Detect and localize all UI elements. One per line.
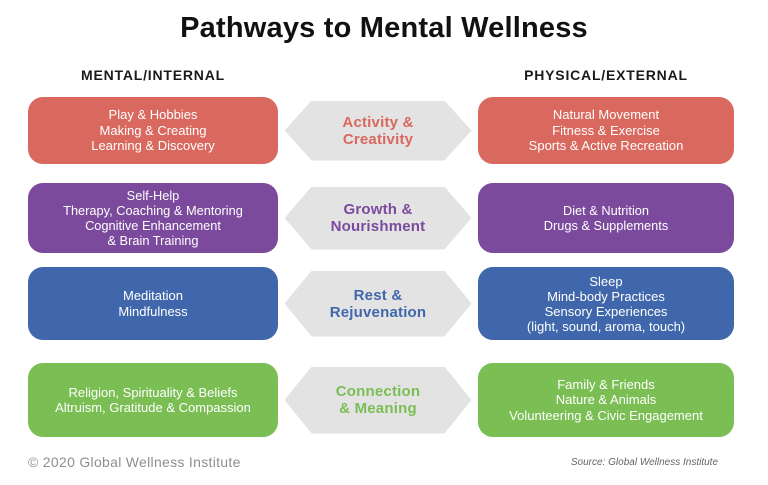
physical-box-rest-rejuvenation: Sleep Mind-body Practices Sensory Experi… xyxy=(478,267,734,340)
box-line: Fitness & Exercise xyxy=(552,122,660,138)
box-line: Play & Hobbies xyxy=(108,107,198,123)
physical-box-growth-nourishment: Diet & Nutrition Drugs & Supplements xyxy=(478,183,734,253)
pathway-row-activity-creativity: Play & Hobbies Making & Creating Learnin… xyxy=(28,97,734,164)
box-line: (light, sound, aroma, touch) xyxy=(526,318,686,334)
hexagon-label-line: Connection xyxy=(335,383,421,400)
hexagon-label-line: Rest & xyxy=(353,286,403,304)
box-line: Religion, Spirituality & Beliefs xyxy=(68,384,238,400)
box-line: Mindfulness xyxy=(118,303,188,319)
hexagon-label-line: Creativity xyxy=(342,130,414,148)
hexagon-label-line: & Meaning xyxy=(339,400,417,417)
box-line: Mind-body Practices xyxy=(547,288,665,304)
box-line: Meditation xyxy=(123,288,183,303)
mental-box-activity-creativity: Play & Hobbies Making & Creating Learnin… xyxy=(28,97,278,164)
box-line: & Brain Training xyxy=(107,233,199,248)
mental-box-growth-nourishment: Self-Help Therapy, Coaching & Mentoring … xyxy=(28,183,278,253)
hexagon-label-line: Growth & xyxy=(343,201,413,218)
box-line: Nature & Animals xyxy=(555,392,657,408)
copyright-text: © 2020 Global Wellness Institute xyxy=(28,454,241,470)
pathway-row-connection-meaning: Religion, Spirituality & Beliefs Altruis… xyxy=(28,363,734,437)
box-line: Cognitive Enhancement xyxy=(85,218,221,233)
box-line: Sensory Experiences xyxy=(544,303,668,319)
physical-box-activity-creativity: Natural Movement Fitness & Exercise Spor… xyxy=(478,97,734,164)
box-line: Self-Help xyxy=(126,188,180,203)
pathway-hexagon-activity-creativity: Activity & Creativity xyxy=(284,100,472,161)
box-line: Diet & Nutrition xyxy=(562,203,650,218)
pathway-hexagon-rest-rejuvenation: Rest & Rejuvenation xyxy=(284,270,472,337)
hexagon-label-line: Nourishment xyxy=(330,218,426,235)
pathway-row-growth-nourishment: Self-Help Therapy, Coaching & Mentoring … xyxy=(28,183,734,253)
box-line: Sports & Active Recreation xyxy=(528,138,684,154)
box-line: Learning & Discovery xyxy=(91,138,215,154)
pathway-hexagon-growth-nourishment: Growth & Nourishment xyxy=(284,186,472,250)
box-line: Making & Creating xyxy=(99,122,207,138)
box-line: Natural Movement xyxy=(552,107,660,123)
mental-box-connection-meaning: Religion, Spirituality & Beliefs Altruis… xyxy=(28,363,278,437)
box-line: Drugs & Supplements xyxy=(543,218,669,233)
box-line: Therapy, Coaching & Mentoring xyxy=(63,203,243,218)
box-line: Altruism, Gratitude & Compassion xyxy=(55,400,251,415)
mental-box-rest-rejuvenation: Meditation Mindfulness xyxy=(28,267,278,340)
page-title: Pathways to Mental Wellness xyxy=(180,12,588,44)
pathway-row-rest-rejuvenation: Meditation Mindfulness Rest & Rejuvenati… xyxy=(28,267,734,340)
hexagon-label-line: Activity & xyxy=(342,113,414,131)
box-line: Family & Friends xyxy=(557,376,655,392)
column-header-physical-external: PHYSICAL/EXTERNAL xyxy=(524,67,688,83)
source-attribution-text: Source: Global Wellness Institute xyxy=(570,457,718,468)
column-header-mental-internal: MENTAL/INTERNAL xyxy=(81,67,225,83)
pathway-hexagon-connection-meaning: Connection & Meaning xyxy=(284,366,472,434)
hexagon-label-line: Rejuvenation xyxy=(329,303,427,321)
physical-box-connection-meaning: Family & Friends Nature & Animals Volunt… xyxy=(478,363,734,437)
box-line: Sleep xyxy=(589,273,623,289)
box-line: Volunteering & Civic Engagement xyxy=(509,407,703,423)
